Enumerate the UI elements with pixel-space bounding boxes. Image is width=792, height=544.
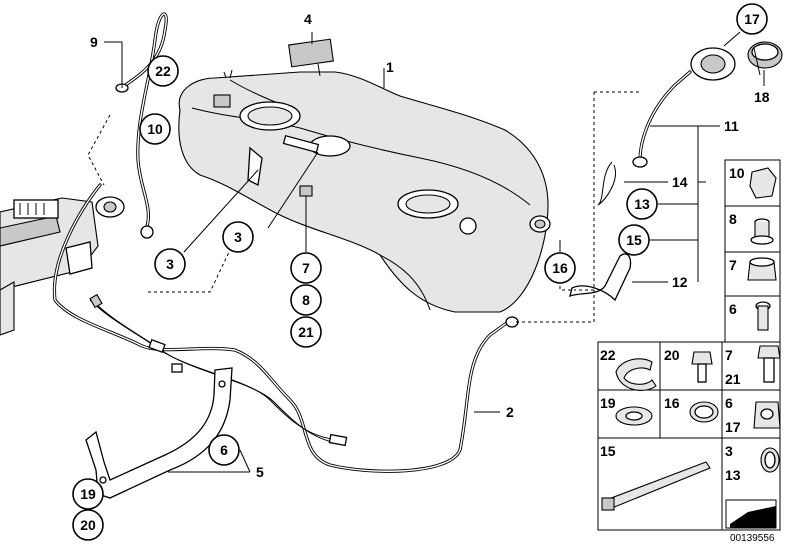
table-cell-label: 8: [729, 211, 737, 227]
table-cell-label: 7: [729, 257, 737, 273]
table-cell-label: 6: [725, 395, 733, 411]
circled-callout: 22: [147, 55, 179, 87]
table-cell-label: 20: [664, 347, 680, 363]
sensor-pad: [288, 38, 334, 68]
tank-straps: [85, 367, 233, 499]
table-cell-label: 15: [600, 443, 616, 459]
circled-callout: 17: [736, 3, 768, 35]
table-cell-label: 21: [725, 371, 741, 387]
callout-label: 18: [754, 89, 770, 105]
circled-callout: 16: [544, 252, 576, 284]
callout-label: 5: [256, 464, 264, 480]
filler-pipe: [597, 47, 736, 206]
callout-label: 9: [90, 34, 98, 50]
svg-text:6: 6: [220, 442, 228, 458]
circled-callouts: 3 3 6 7 8 10 13 15 16 17 19 20 21 22: [72, 3, 768, 541]
table-cell-label: 22: [600, 347, 616, 363]
svg-text:17: 17: [744, 11, 760, 27]
table-cell-label: 3: [725, 443, 733, 459]
circled-callout: 7: [290, 252, 322, 284]
diagram-reference-number: 00139556: [730, 533, 775, 544]
svg-text:16: 16: [552, 260, 568, 276]
circled-callout: 21: [290, 316, 322, 348]
svg-text:19: 19: [80, 486, 96, 502]
callout-labels: 1 2 4 5 9 11 12 14 18: [90, 11, 770, 480]
callout-label: 14: [672, 174, 688, 190]
svg-text:21: 21: [298, 324, 314, 340]
circled-callout: 20: [72, 509, 104, 541]
circled-callout: 10: [139, 113, 171, 145]
dashed-guides: [87, 91, 640, 323]
svg-text:7: 7: [302, 260, 310, 276]
callout-label: 12: [672, 274, 688, 290]
callout-label: 1: [386, 59, 394, 75]
svg-text:15: 15: [626, 232, 642, 248]
table-cell-label: 10: [729, 165, 745, 181]
circled-callout: 3: [154, 248, 186, 280]
circled-callout: 8: [290, 284, 322, 316]
table-cell-label: 7: [725, 347, 733, 363]
parts-table-column: 10 8 7 6: [724, 159, 781, 343]
svg-text:10: 10: [147, 121, 163, 137]
table-cell-label: 6: [729, 301, 737, 317]
table-cell-label: 17: [725, 419, 741, 435]
table-cell-label: 19: [600, 395, 616, 411]
callout-label: 2: [506, 404, 514, 420]
fuel-tank: [178, 69, 551, 313]
circled-callout: 19: [72, 478, 104, 510]
svg-text:8: 8: [302, 292, 310, 308]
svg-text:13: 13: [634, 196, 650, 212]
fuel-cap: [747, 41, 783, 69]
callout-label: 4: [304, 11, 312, 27]
circled-callout: 13: [626, 188, 658, 220]
svg-text:3: 3: [166, 256, 174, 272]
circled-callout: 3: [222, 221, 254, 253]
circled-callout: 15: [618, 224, 650, 256]
leader-lines: [104, 31, 765, 473]
table-cell-label: 16: [664, 395, 680, 411]
charcoal-canister: [0, 196, 125, 336]
callout-label: 11: [724, 118, 739, 134]
circled-callout: 6: [208, 434, 240, 466]
parts-table-grid: 22 20 7 21 19 16 6 17 15 3 13: [597, 341, 781, 531]
svg-text:20: 20: [80, 517, 96, 533]
svg-text:3: 3: [234, 229, 242, 245]
filler-hose: [569, 253, 632, 302]
table-cell-label: 13: [725, 467, 741, 483]
svg-text:22: 22: [155, 63, 171, 79]
